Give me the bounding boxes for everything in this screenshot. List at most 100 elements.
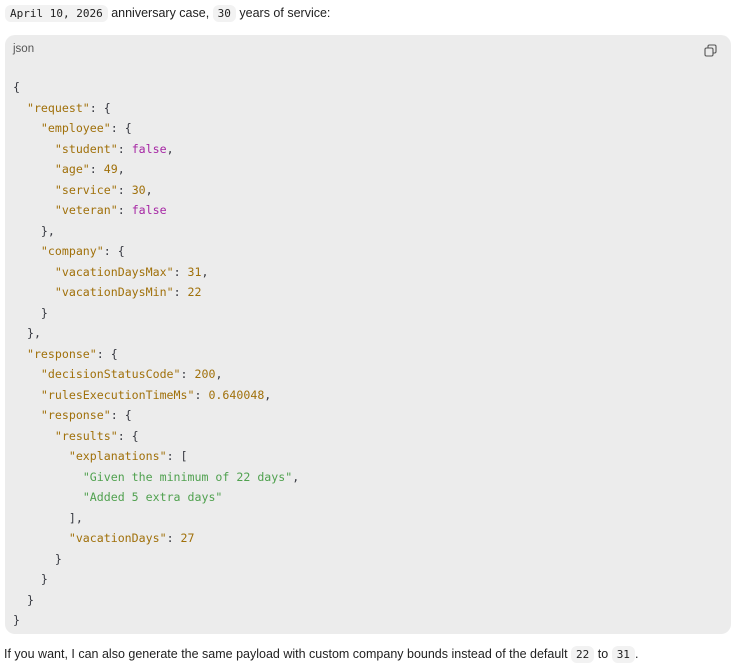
code-token: "request" (26, 100, 90, 115)
copy-icon[interactable] (704, 44, 717, 57)
code-line: "vacationDaysMin": 22 (13, 282, 299, 303)
code-line: "company": { (13, 241, 299, 262)
code-line: "rulesExecutionTimeMs": 0.640048, (13, 385, 299, 406)
code-token: : (117, 203, 132, 217)
code-line: "vacationDaysMax": 31, (13, 262, 299, 283)
code-token: "vacationDaysMin" (54, 285, 174, 299)
code-token: "results" (54, 428, 118, 443)
code-token (13, 203, 55, 217)
code-token: } (13, 592, 34, 607)
code-token: : (117, 141, 132, 156)
code-line: "request": { (13, 98, 299, 119)
code-line: } (13, 590, 299, 611)
code-token: "rulesExecutionTimeMs" (40, 387, 195, 402)
code-token: 200 (194, 367, 216, 381)
inline-code-max: 31 (611, 646, 635, 663)
code-token (13, 531, 69, 545)
code-token: }, (13, 326, 41, 340)
code-token (13, 265, 55, 279)
code-token (13, 142, 55, 156)
outro-to: to (597, 647, 609, 661)
code-token: } (13, 551, 62, 566)
code-token: "response" (26, 346, 97, 361)
code-line: "vacationDays": 27 (13, 528, 299, 549)
code-token: "student" (54, 141, 118, 156)
code-token: : { (89, 100, 111, 115)
code-token: , (201, 264, 209, 279)
code-token: "age" (54, 162, 90, 176)
code-token: } (13, 572, 48, 586)
code-line: }, (13, 323, 299, 344)
code-token: : (173, 264, 188, 279)
code-token (13, 101, 27, 115)
inline-code-date: April 10, 2026 (5, 5, 108, 22)
code-token: , (166, 141, 174, 156)
code-token: "response" (40, 408, 111, 422)
code-token: "vacationDaysMax" (54, 264, 174, 279)
code-token: 31 (187, 264, 202, 279)
code-token: , (215, 367, 223, 381)
code-token: , (292, 469, 300, 484)
code-token (13, 388, 41, 402)
code-token: 22 (187, 285, 202, 299)
code-line: } (13, 610, 299, 631)
code-token: "explanations" (68, 449, 167, 463)
code-token: "Added 5 extra days" (82, 490, 223, 504)
code-token: } (13, 613, 20, 627)
code-line: }, (13, 221, 299, 242)
code-token (13, 470, 83, 484)
code-line: } (13, 569, 299, 590)
code-token: 27 (180, 531, 195, 545)
code-token: "company" (40, 244, 104, 258)
code-line: ], (13, 508, 299, 529)
code-token: 49 (103, 162, 118, 176)
code-block: json { "request": { "employee": { "stude… (5, 35, 731, 634)
outro-text: If you want, I can also generate the sam… (4, 647, 568, 661)
code-token (13, 429, 55, 443)
code-line: "service": 30, (13, 180, 299, 201)
code-line: "response": { (13, 405, 299, 426)
code-token: : { (110, 408, 132, 422)
code-line: "results": { (13, 426, 299, 447)
code-line: "student": false, (13, 139, 299, 160)
outro-end: . (634, 647, 639, 661)
code-token (13, 285, 55, 299)
code-line: "employee": { (13, 118, 299, 139)
code-token (13, 162, 55, 176)
code-content: { "request": { "employee": { "student": … (13, 77, 299, 631)
code-token: , (117, 162, 125, 176)
code-token: : (117, 182, 132, 197)
code-token: , (145, 182, 153, 197)
code-token: "vacationDays" (68, 531, 167, 545)
intro-text-2: years of service: (239, 6, 331, 20)
code-token: 30 (131, 182, 146, 197)
intro-line: April 10, 2026 anniversary case, 30 year… (5, 5, 331, 22)
code-token: ], (13, 510, 83, 525)
code-token: 0.640048 (208, 387, 265, 402)
code-token: : (173, 285, 188, 299)
inline-code-min: 22 (571, 646, 595, 663)
code-token: : (194, 387, 209, 402)
code-token: "Given the minimum of 22 days" (82, 469, 293, 484)
code-token: : [ (166, 449, 188, 463)
code-token: "employee" (40, 121, 111, 135)
code-line: "decisionStatusCode": 200, (13, 364, 299, 385)
code-token: : { (110, 121, 132, 135)
code-token: false (131, 203, 167, 217)
code-token (13, 408, 41, 422)
code-token (13, 121, 41, 135)
code-token (13, 449, 69, 463)
code-token: : (89, 162, 104, 176)
code-token (13, 367, 41, 381)
code-token: "veteran" (54, 203, 118, 217)
intro-text: anniversary case, (111, 6, 210, 20)
code-token (13, 244, 41, 258)
code-token: : { (96, 346, 118, 361)
code-line: "Added 5 extra days" (13, 487, 299, 508)
code-line: { (13, 77, 299, 98)
code-line: } (13, 303, 299, 324)
code-token (13, 183, 55, 197)
code-language-label: json (13, 43, 35, 55)
code-line: "Given the minimum of 22 days", (13, 467, 299, 488)
code-line: "age": 49, (13, 159, 299, 180)
